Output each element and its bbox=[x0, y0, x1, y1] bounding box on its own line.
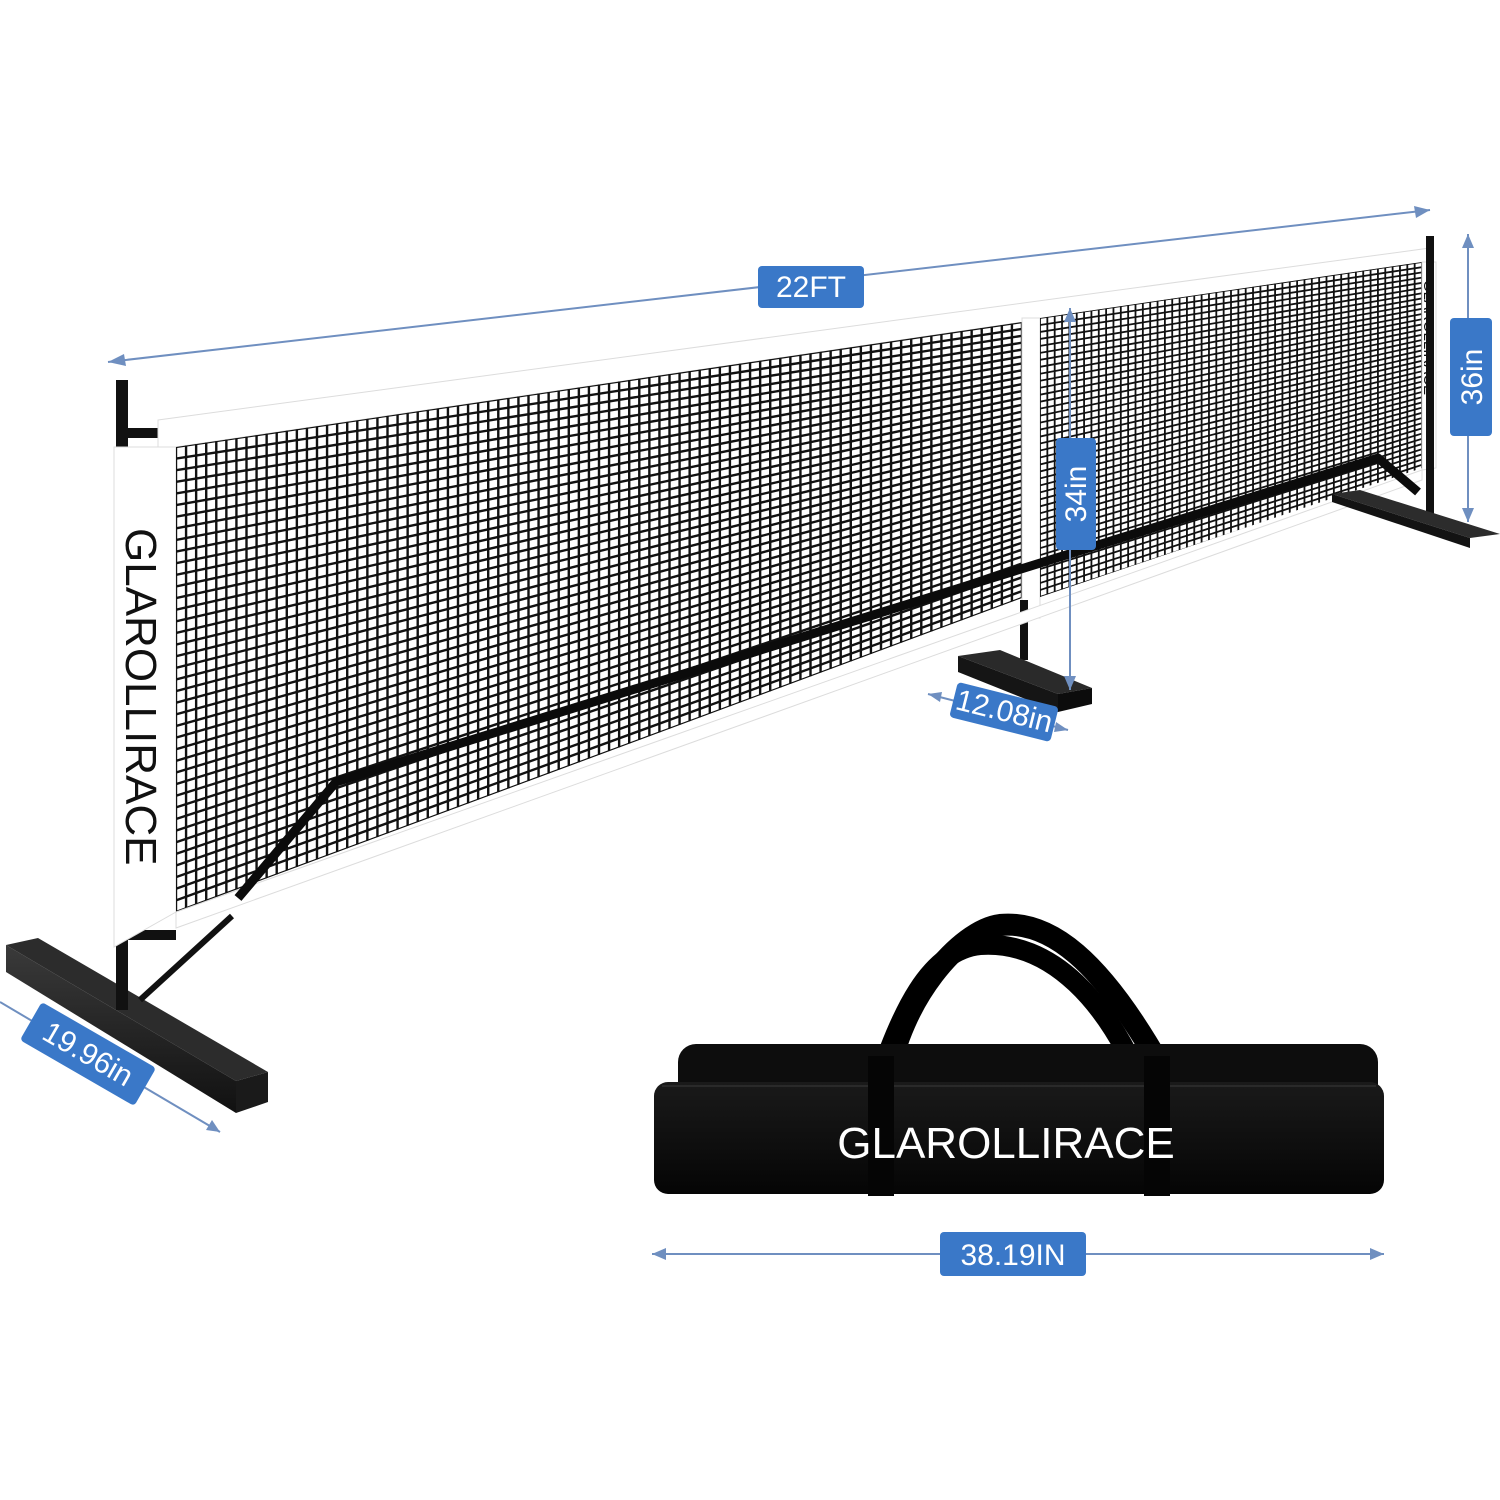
center-height-label: 34in bbox=[1060, 466, 1093, 523]
bag-body bbox=[654, 1082, 1384, 1194]
dimension-callouts: 22FT 36in 34in 12.08in bbox=[0, 206, 1492, 1276]
net-bottom-band bbox=[175, 469, 1423, 929]
right-end-post bbox=[1332, 236, 1500, 548]
net-support-bar bbox=[234, 453, 1421, 901]
bag-length-dimension: 38.19IN bbox=[652, 1232, 1384, 1276]
left-band-brand-text: GLAROLLIRACE bbox=[116, 528, 165, 865]
bag-handle-front bbox=[862, 934, 1158, 1104]
center-height-dimension: 34in bbox=[1056, 308, 1096, 690]
bag-length-label: 38.19IN bbox=[960, 1239, 1065, 1272]
post-height-dimension: 36in bbox=[1450, 234, 1492, 522]
carry-bag: GLAROLLIRACE bbox=[654, 913, 1384, 1196]
post-height-label: 36in bbox=[1456, 349, 1489, 406]
bag-brand-text: GLAROLLIRACE bbox=[837, 1119, 1174, 1168]
length-label: 22FT bbox=[776, 271, 846, 304]
length-dimension: 22FT bbox=[107, 206, 1431, 366]
pickleball-net: GLAROLLIRACE GLAROLLIRACE bbox=[6, 236, 1500, 1113]
left-net-band: GLAROLLIRACE bbox=[113, 446, 177, 948]
left-end-base bbox=[6, 938, 268, 1113]
